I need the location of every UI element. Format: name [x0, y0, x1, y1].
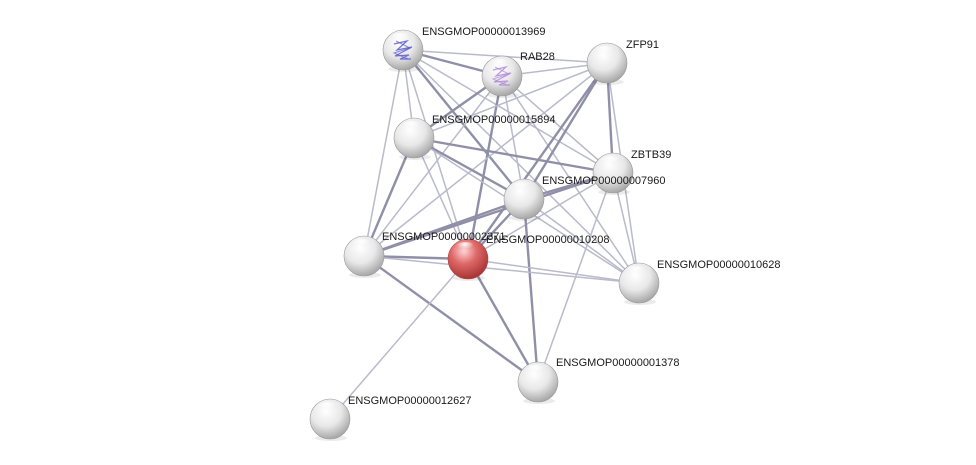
node-rab28[interactable]: [481, 55, 523, 98]
edge-n15894-n02371[interactable]: [362, 136, 416, 258]
node-label-n10628: ENSGMOP00000010628: [657, 259, 781, 271]
node-label-n07960: ENSGMOP00000007960: [542, 175, 666, 187]
node-n10628[interactable]: [618, 262, 660, 305]
edge-zbtb39-n10208[interactable]: [467, 172, 614, 260]
edge-n07960-n02371[interactable]: [362, 197, 526, 258]
node-label-n02371: ENSGMOP00000002371: [382, 231, 506, 243]
node-highlight: [600, 156, 622, 168]
node-label-zbtb39: ZBTB39: [631, 149, 671, 161]
edge-n02371-n01378[interactable]: [362, 254, 540, 384]
edge-n13969-n10628[interactable]: [402, 49, 640, 284]
edge-zfp91-n07960[interactable]: [522, 61, 609, 201]
node-label-n15894: ENSGMOP00000015894: [432, 114, 556, 126]
edge-zfp91-n02371[interactable]: [363, 62, 608, 257]
edge-rab28-n10628[interactable]: [501, 75, 640, 284]
node-zbtb39[interactable]: [592, 152, 634, 195]
edge-n15894-n10208[interactable]: [413, 137, 469, 260]
node-highlight: [525, 365, 547, 377]
node-n15894[interactable]: [393, 117, 435, 160]
node-label-zfp91: ZFP91: [626, 39, 659, 51]
node-label-n10208: ENSGMOP00000010208: [486, 234, 610, 246]
edge-n07960-n10628[interactable]: [523, 198, 640, 284]
edges-layer: [329, 48, 640, 420]
node-label-n01378: ENSGMOP00000001378: [556, 357, 680, 369]
node-highlight: [594, 46, 616, 58]
edge-n15894-zbtb39[interactable]: [412, 136, 615, 175]
node-n07960[interactable]: [503, 178, 545, 221]
node-highlight: [511, 182, 533, 194]
node-highlight: [390, 33, 412, 45]
node-zfp91[interactable]: [586, 42, 628, 85]
edge-n13969-n02371[interactable]: [363, 49, 404, 257]
node-n01378[interactable]: [517, 361, 559, 404]
edge-n10208-n10628[interactable]: [467, 258, 640, 284]
edge-zfp91-n15894[interactable]: [413, 62, 608, 139]
edge-n10208-n01378[interactable]: [466, 257, 540, 384]
node-n02371[interactable]: [343, 235, 385, 278]
node-n10208[interactable]: [447, 238, 489, 281]
edge-n15894-n07960[interactable]: [412, 136, 526, 201]
edge-n07960-n01378[interactable]: [522, 197, 540, 384]
edge-rab28-zbtb39[interactable]: [501, 75, 614, 174]
node-highlight: [455, 242, 477, 254]
node-highlight: [626, 266, 648, 278]
nodes-layer: [309, 29, 660, 441]
edge-rab28-n02371[interactable]: [363, 75, 503, 257]
edge-n13969-n07960[interactable]: [401, 48, 526, 201]
node-highlight: [401, 121, 423, 133]
node-label-rab28: RAB28: [520, 51, 555, 63]
node-highlight: [351, 239, 373, 251]
edge-n02371-n10628[interactable]: [363, 255, 640, 284]
edge-n10208-n12627[interactable]: [329, 258, 469, 420]
edge-zfp91-n10208[interactable]: [466, 61, 609, 261]
node-n12627[interactable]: [309, 398, 351, 441]
node-label-n13969: ENSGMOP00000013969: [422, 26, 546, 38]
node-n13969[interactable]: [382, 29, 424, 72]
node-label-n12627: ENSGMOP00000012627: [348, 395, 472, 407]
node-highlight: [489, 59, 511, 71]
node-highlight: [317, 402, 339, 414]
